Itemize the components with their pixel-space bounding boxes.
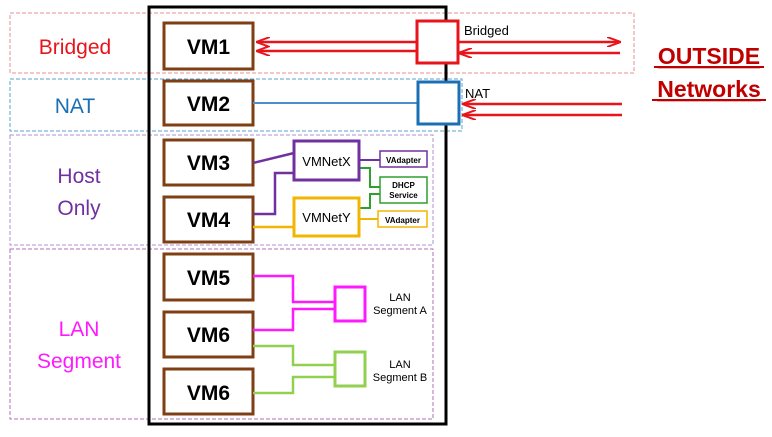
vm3-box[interactable] [162, 138, 255, 187]
vadapter-y-box[interactable] [377, 210, 428, 228]
outside-label-1: OUTSIDE [658, 43, 760, 69]
vm5-label: VM5 [187, 267, 231, 290]
vm6b-box[interactable] [162, 367, 255, 416]
vmnety-switch[interactable] [292, 196, 361, 238]
vmnetx-label: VMNetX [302, 154, 351, 169]
lan-b-label-2: Segment B [373, 372, 427, 384]
vadapter-y-label: VAdapter [385, 216, 420, 225]
nat-adapter-box[interactable] [416, 80, 461, 126]
vm6a-label: VM6 [187, 324, 230, 347]
vmnetx-to-dhcp-link [359, 167, 380, 188]
label-lan-segment-1: LAN [59, 318, 100, 341]
vm4-box[interactable] [162, 195, 255, 244]
lan-segment-a-switch[interactable] [333, 285, 367, 323]
vm2-box[interactable] [162, 79, 255, 127]
vm5-to-lan-a-link [253, 274, 335, 304]
lan-segment-b-switch[interactable] [333, 350, 367, 388]
dhcp-service-box[interactable] [379, 176, 428, 204]
label-nat: NAT [55, 95, 96, 118]
host-machine-box [147, 5, 448, 426]
vm2-label: VM2 [187, 93, 230, 116]
vm4-label: VM4 [187, 209, 231, 232]
vadapter-x-label: VAdapter [386, 156, 421, 165]
vm1-box[interactable] [162, 21, 255, 71]
vm6b-label: VM6 [187, 382, 230, 405]
label-host-only-1: Host [57, 165, 100, 188]
vm3-label: VM3 [187, 152, 230, 175]
vm6a-to-lan-b-link [253, 344, 335, 367]
lan-segment-zone [9, 248, 434, 420]
outside-label-2: Networks [657, 76, 761, 102]
bridged-connection-label: Bridged [464, 23, 509, 38]
bridged-adapter-box[interactable] [415, 19, 460, 65]
label-bridged: Bridged [39, 36, 111, 59]
lan-a-label-2: Segment A [373, 305, 427, 317]
host-only-zone [9, 134, 434, 246]
lan-b-label-1: LAN [389, 359, 410, 371]
vadapter-x-box[interactable] [379, 150, 428, 168]
dhcp-label-1: DHCP [392, 181, 415, 190]
bridged-zone [9, 12, 635, 74]
dhcp-label-2: Service [389, 191, 418, 200]
vm5-box[interactable] [162, 252, 255, 302]
vmnety-to-dhcp-link [359, 193, 380, 209]
vmnetx-switch[interactable] [292, 139, 361, 182]
vmnety-label: VMNetY [302, 210, 351, 225]
vm3-to-vmnetx-link [252, 151, 295, 165]
vm6a-box[interactable] [162, 310, 255, 359]
lan-a-label-1: LAN [389, 292, 410, 304]
label-host-only-2: Only [57, 197, 101, 220]
vm6a-to-lan-a-link [253, 307, 335, 332]
vm1-label: VM1 [187, 36, 231, 59]
label-lan-segment-2: Segment [37, 350, 121, 373]
vm4-to-vmnetx-link [253, 171, 294, 216]
nat-connection-label: NAT [465, 86, 490, 101]
vm6b-to-lan-b-link [253, 375, 335, 395]
